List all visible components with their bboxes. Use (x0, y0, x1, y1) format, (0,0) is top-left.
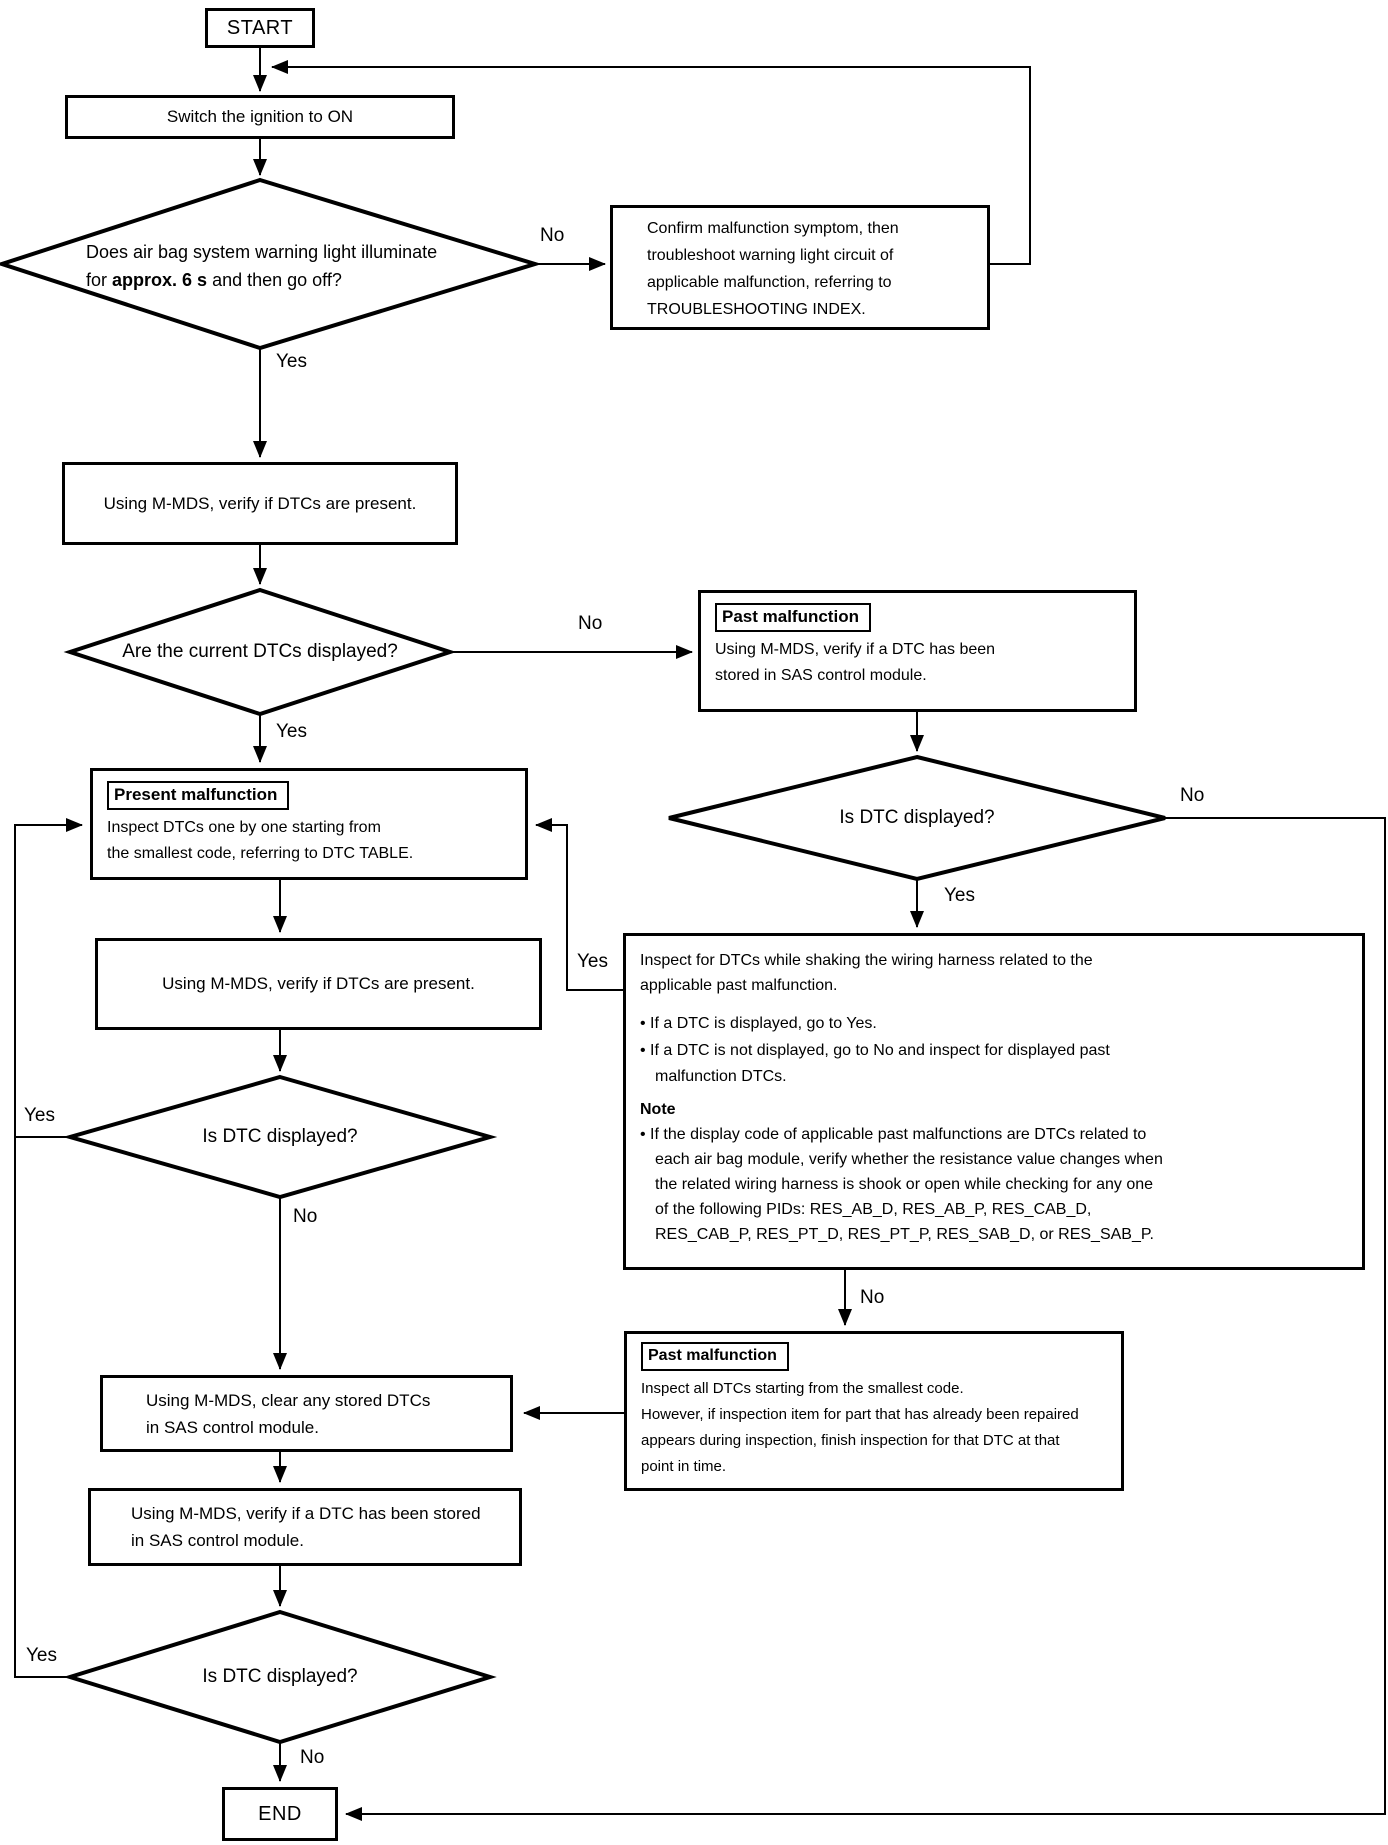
past-malfunction-box-1: Past malfunction Using M-MDS, verify if … (698, 590, 1137, 712)
dtc-displayed-decision-1-diamond (668, 754, 1166, 882)
past-malfunction-tag-1: Past malfunction (715, 603, 871, 632)
shake-note-line5: RES_CAB_P, RES_PT_D, RES_PT_P, RES_SAB_D… (655, 1226, 1154, 1243)
edge-label-no-warninglight: No (540, 225, 565, 246)
dtc-displayed-decision-2-text: Is DTC displayed? (202, 1126, 358, 1147)
edge-confirm-feedback (271, 60, 1031, 265)
shake-bullet2-line1: • If a DTC is not displayed, go to No an… (640, 1042, 1110, 1059)
verify-dtcs-box-2: Using M-MDS, verify if DTCs are present. (95, 938, 542, 1030)
edge-label-yes-warninglight: Yes (276, 351, 307, 372)
shake-note-line4: of the following PIDs: RES_AB_D, RES_AB_… (655, 1201, 1092, 1218)
shake-bullet1: • If a DTC is displayed, go to Yes. (640, 1015, 877, 1032)
confirm-malfunction-box: Confirm malfunction symptom, then troubl… (610, 205, 990, 330)
warning-light-line1: Does air bag system warning light illumi… (86, 242, 438, 262)
edge-label-yes-isdtc3: Yes (26, 1645, 57, 1666)
shake-note-line3: the related wiring harness is shook or o… (655, 1176, 1154, 1193)
dtc-displayed-decision-1-text: Is DTC displayed? (839, 807, 995, 828)
warning-light-bold-text: approx. 6 s (112, 270, 208, 290)
edge-label-no-isdtc2: No (293, 1206, 318, 1227)
edge-left-rail-yes (14, 818, 83, 1678)
shake-bullet2-line2: malfunction DTCs. (655, 1068, 787, 1085)
edge-label-no-currentdtcs: No (578, 613, 603, 634)
dtc-displayed-decision-3-text: Is DTC displayed? (202, 1666, 358, 1687)
present-line1: Inspect DTCs one by one starting from (107, 819, 381, 836)
start-node: START (205, 8, 315, 48)
warning-light-decision-text: Does air bag system warning light illumi… (86, 238, 437, 294)
dtc-displayed-decision-2-diamond (62, 1074, 498, 1200)
edge-label-yes-shake-feedback: Yes (577, 951, 608, 972)
edge-label-yes-isdtc2: Yes (24, 1105, 55, 1126)
clear-line2: in SAS control module. (146, 1418, 319, 1437)
dtc-displayed-decision-3-diamond (63, 1609, 497, 1745)
past-malfunction-box-2: Past malfunction Inspect all DTCs starti… (624, 1331, 1124, 1491)
past2-line2: However, if inspection item for part tha… (641, 1406, 1079, 1423)
edge-label-yes-isdtc1: Yes (944, 885, 975, 906)
shake-line1: Inspect for DTCs while shaking the wirin… (640, 952, 1093, 969)
edge-label-no-isdtc1: No (1180, 785, 1205, 806)
verify-dtcs-box-1: Using M-MDS, verify if DTCs are present. (62, 462, 458, 545)
confirm-line1: Confirm malfunction symptom, then (647, 220, 899, 237)
current-dtcs-decision-diamond (63, 587, 457, 717)
edge-label-no-shake: No (860, 1287, 885, 1308)
present-line2: the smallest code, referring to DTC TABL… (107, 845, 414, 862)
warning-light-decision-diamond (0, 177, 542, 351)
verify-stored-line1: Using M-MDS, verify if a DTC has been st… (131, 1504, 481, 1523)
present-malfunction-box: Present malfunction Inspect DTCs one by … (90, 768, 528, 880)
edge-label-no-isdtc3: No (300, 1747, 325, 1768)
inspect-shaking-box: Inspect for DTCs while shaking the wirin… (623, 933, 1365, 1270)
edge-label-yes-currentdtcs: Yes (276, 721, 307, 742)
end-node: END (222, 1787, 338, 1841)
past1-line2: stored in SAS control module. (715, 667, 927, 684)
past2-line4: point in time. (641, 1458, 727, 1475)
confirm-line4: TROUBLESHOOTING INDEX. (647, 301, 866, 318)
confirm-line2: troubleshoot warning light circuit of (647, 247, 894, 264)
shake-line2: applicable past malfunction. (640, 977, 838, 994)
present-malfunction-tag: Present malfunction (107, 781, 290, 810)
edge-shake-yes-to-present (535, 818, 623, 991)
switch-ignition-box: Switch the ignition to ON (65, 95, 455, 139)
past2-line1: Inspect all DTCs starting from the small… (641, 1380, 964, 1397)
verify-stored-line2: in SAS control module. (131, 1531, 304, 1550)
edge-isdtc1-no-to-end (345, 817, 1386, 1821)
past-malfunction-tag-2: Past malfunction (641, 1342, 789, 1371)
shake-note-line2: each air bag module, verify whether the … (655, 1151, 1163, 1168)
shake-bullets: • If a DTC is displayed, go to Yes. • If… (640, 1010, 1348, 1089)
clear-dtcs-box: Using M-MDS, clear any stored DTCs in SA… (100, 1375, 513, 1452)
confirm-line3: applicable malfunction, referring to (647, 274, 892, 291)
warning-light-line2: for approx. 6 s and then go off? (86, 270, 342, 290)
current-dtcs-decision-text: Are the current DTCs displayed? (122, 641, 398, 662)
shake-note-line1: • If the display code of applicable past… (640, 1126, 1147, 1143)
verify-stored-dtc-box: Using M-MDS, verify if a DTC has been st… (88, 1488, 522, 1566)
clear-line1: Using M-MDS, clear any stored DTCs (146, 1391, 431, 1410)
past1-line1: Using M-MDS, verify if a DTC has been (715, 641, 996, 658)
past2-line3: appears during inspection, finish inspec… (641, 1432, 1060, 1449)
shake-note-body: • If the display code of applicable past… (640, 1122, 1348, 1247)
shake-note-title: Note (640, 1101, 676, 1118)
